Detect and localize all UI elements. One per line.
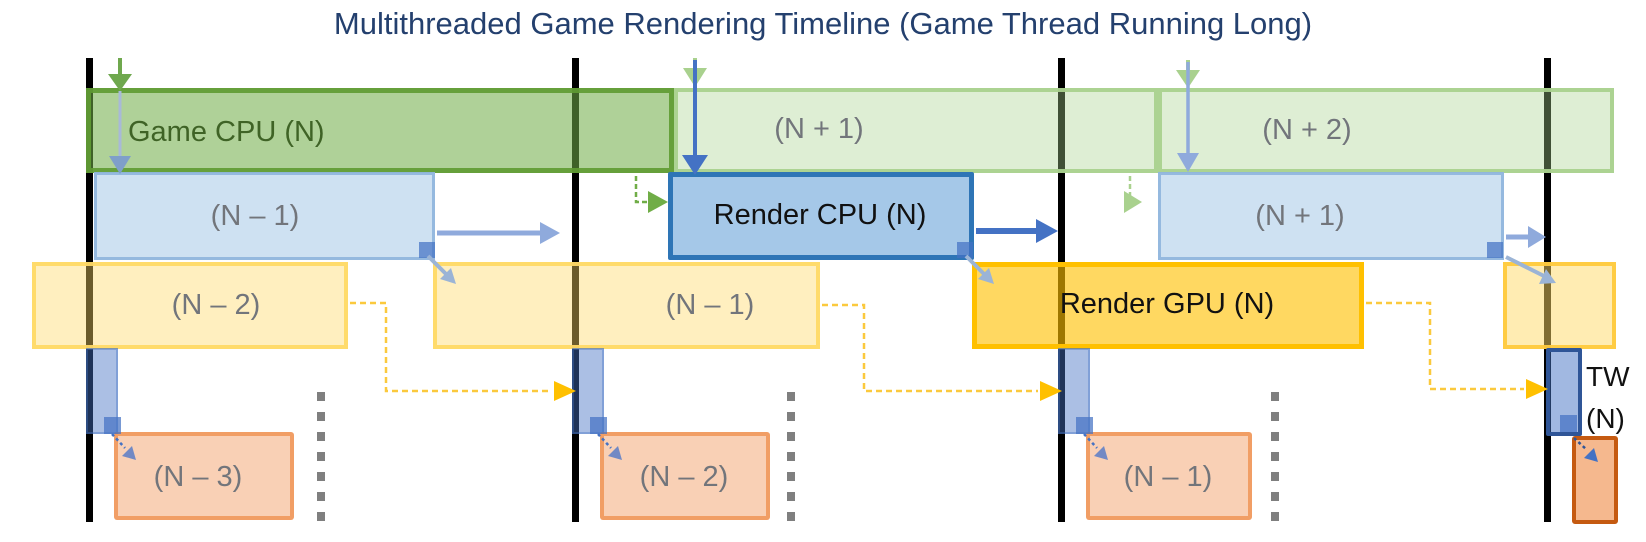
handoff-corner-slot-3 [1076, 417, 1093, 434]
game-continue-dashed-arrow-1 [634, 176, 668, 213]
handoff-corner-slot-2 [590, 417, 607, 434]
render-cpu-next1-label: (N + 1) [1255, 200, 1345, 232]
timewarp-label-line1: TW [1586, 361, 1630, 392]
render-gpu-next1-bar [1503, 262, 1616, 349]
render-continue-arrow-2 [976, 219, 1058, 243]
ellipsis-dots-1 [317, 392, 325, 524]
render-continue-arrow-3 [1506, 226, 1546, 248]
render-gpu-prev1-bar [433, 262, 820, 349]
render-gpu-prev2-bar [32, 262, 348, 349]
render-cpu-prev1-label: (N – 1) [210, 200, 300, 232]
ellipsis-dots-3 [1271, 392, 1279, 524]
game-cpu-n2-bar [1158, 88, 1614, 173]
ellipsis-dots-2 [787, 392, 795, 524]
present-prev3-label: (N – 3) [153, 461, 243, 493]
game-n1-label: (N + 1) [774, 113, 864, 145]
present-prev2-box [600, 432, 770, 520]
render-continue-arrow-1 [437, 222, 560, 244]
present-prev1-box [1086, 432, 1252, 520]
handoff-corner-render-n [957, 242, 973, 258]
present-n-box [1572, 436, 1618, 524]
handoff-corner-slot-1 [104, 417, 121, 434]
handoff-corner-timewarp [1560, 415, 1577, 432]
render-cpu-next1-bar [1158, 172, 1504, 260]
frame-boundary-line-2 [572, 58, 579, 522]
timewarp-label-line2: (N) [1586, 403, 1625, 434]
gpu-prev1-label: (N – 1) [665, 289, 755, 321]
game-cpu-n-label: Game CPU (N) [128, 116, 325, 148]
handoff-corner-render-prev1 [419, 242, 435, 258]
render-cpu-prev1-bar [94, 172, 435, 260]
frame1-game-start-arrow [108, 58, 132, 91]
present-prev2-label: (N – 2) [639, 461, 729, 493]
frame2-game-start-arrow [683, 58, 707, 87]
frame3-game-start-arrow [1176, 60, 1200, 88]
render-gpu-n-label: Render GPU (N) [1059, 288, 1275, 320]
diagram-title: Multithreaded Game Rendering Timeline (G… [333, 6, 1313, 41]
handoff-corner-render-next1 [1487, 242, 1503, 258]
game-n2-label: (N + 2) [1262, 114, 1352, 146]
present-prev3-box [114, 432, 294, 520]
present-prev1-label: (N – 1) [1123, 461, 1213, 493]
game-cpu-n-bar [86, 88, 674, 173]
gpu-prev2-label: (N – 2) [171, 289, 261, 321]
game-continue-dashed-arrow-2 [1124, 176, 1142, 213]
timewarp-label: TW (N) [1586, 356, 1630, 440]
frame-boundary-line-1 [86, 58, 93, 522]
render-cpu-n-bar [668, 172, 974, 260]
game-cpu-n1-bar [674, 88, 1158, 173]
render-cpu-n-label: Render CPU (N) [713, 199, 927, 231]
